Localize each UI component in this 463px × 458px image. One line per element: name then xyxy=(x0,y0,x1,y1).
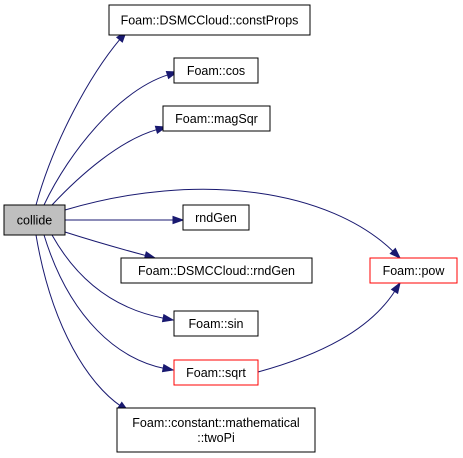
edge-collide-to-constProps xyxy=(35,30,127,206)
node-pow-box[interactable] xyxy=(369,257,458,284)
node-cloudRndGen-label: Foam::DSMCCloud::rndGen xyxy=(138,264,295,278)
edge-collide-to-cos-line xyxy=(43,74,169,206)
node-twoPi-label-line-2: ::twoPi xyxy=(197,431,235,445)
edge-collide-to-rndGen xyxy=(65,215,185,225)
edge-collide-to-sqrt-arrowhead xyxy=(161,363,175,373)
edge-collide-to-twoPi-line xyxy=(35,234,121,407)
node-cos-box[interactable] xyxy=(173,57,259,84)
node-twoPi[interactable]: Foam::constant::mathematical::twoPi xyxy=(116,407,316,453)
edge-collide-to-pow-arrowhead xyxy=(389,247,402,260)
node-magSqr-box[interactable] xyxy=(162,105,271,132)
node-collide-box[interactable] xyxy=(3,204,66,236)
edge-collide-to-rndGen-arrowhead xyxy=(172,215,185,225)
node-twoPi-label-line-1: Foam::constant::mathematical xyxy=(132,416,299,430)
node-rndGen[interactable]: rndGen xyxy=(182,204,250,231)
edge-collide-to-cos xyxy=(43,71,179,206)
edge-collide-to-magSqr xyxy=(51,125,168,206)
node-twoPi-box[interactable] xyxy=(116,407,316,453)
edge-collide-to-constProps-line xyxy=(35,38,121,206)
edge-collide-to-pow-line xyxy=(64,188,394,253)
node-cloudRndGen[interactable]: Foam::DSMCCloud::rndGen xyxy=(120,257,313,284)
edge-collide-to-sin xyxy=(51,234,175,323)
node-cos-label: Foam::cos xyxy=(187,64,245,78)
node-sqrt-box[interactable] xyxy=(173,359,259,386)
edge-collide-to-sin-arrowhead xyxy=(161,313,175,323)
node-sin-label: Foam::sin xyxy=(189,317,244,331)
edge-sqrt-to-pow-line xyxy=(257,290,396,373)
edge-sqrt-to-pow xyxy=(257,281,401,373)
node-constProps[interactable]: Foam::DSMCCloud::constProps xyxy=(108,4,311,36)
node-sin-box[interactable] xyxy=(173,310,259,337)
edge-sqrt-to-pow-arrowhead xyxy=(390,281,401,295)
node-sqrt[interactable]: Foam::sqrt xyxy=(173,359,259,386)
node-collide-label: collide xyxy=(17,214,52,228)
node-rndGen-label: rndGen xyxy=(195,211,237,225)
node-pow-label: Foam::pow xyxy=(383,264,446,278)
node-sin[interactable]: Foam::sin xyxy=(173,310,259,337)
node-cloudRndGen-box[interactable] xyxy=(120,257,313,284)
nodes-layer: collide Foam::DSMCCloud::constPropsFoam::… xyxy=(3,4,458,453)
edges-layer xyxy=(35,30,402,412)
edge-collide-to-sqrt-line xyxy=(43,234,165,369)
edge-collide-to-pow xyxy=(64,188,402,260)
node-collide[interactable]: collide xyxy=(3,204,66,236)
node-magSqr[interactable]: Foam::magSqr xyxy=(162,105,271,132)
node-magSqr-label: Foam::magSqr xyxy=(175,112,258,126)
node-constProps-box[interactable] xyxy=(108,4,311,36)
edge-collide-to-magSqr-line xyxy=(51,128,158,206)
edge-collide-to-twoPi xyxy=(35,234,130,412)
node-constProps-label: Foam::DSMCCloud::constProps xyxy=(121,14,299,28)
edge-collide-to-cloudRndGen-line xyxy=(64,231,147,257)
edge-collide-to-cloudRndGen xyxy=(64,231,157,260)
node-cos[interactable]: Foam::cos xyxy=(173,57,259,84)
edge-collide-to-sqrt xyxy=(43,234,175,373)
node-pow[interactable]: Foam::pow xyxy=(369,257,458,284)
edge-collide-to-sin-line xyxy=(51,234,165,319)
node-rndGen-box[interactable] xyxy=(182,204,250,231)
node-sqrt-label: Foam::sqrt xyxy=(186,366,246,380)
